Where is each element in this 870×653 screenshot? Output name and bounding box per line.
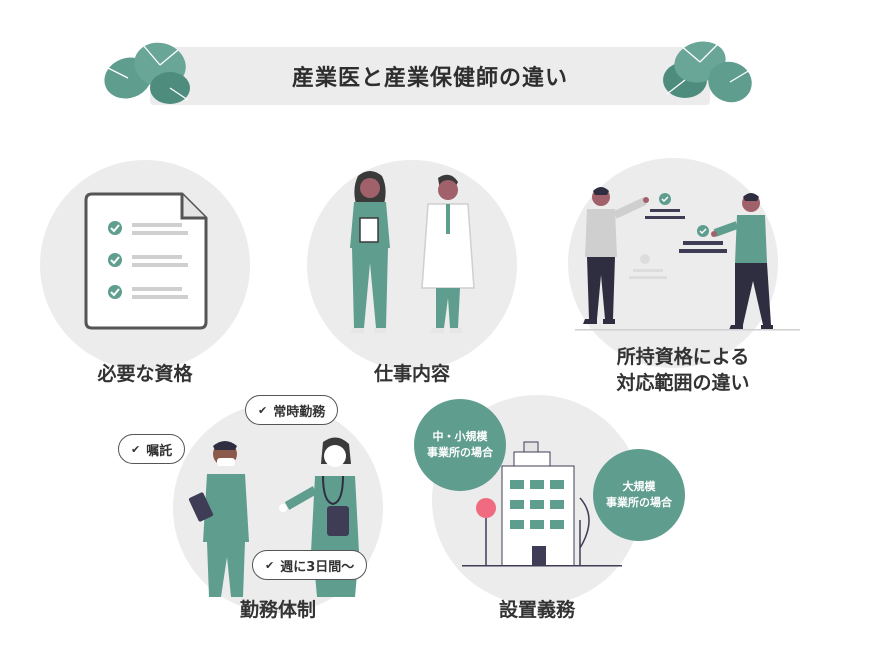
small-business-bubble: 中・小規模 事業所の場合 <box>414 399 506 491</box>
leaf-icon <box>663 41 752 103</box>
small-business-line1: 中・小規模 <box>432 430 488 443</box>
people-presentation-illustration <box>575 187 800 331</box>
tag-fulltime: ✔ 常時勤務 <box>245 395 339 425</box>
large-business-line1: 大規模 <box>622 480 656 493</box>
tag-days-label: 週に3日間〜 <box>280 559 355 575</box>
work-label: 勤務体制 <box>239 599 316 621</box>
document-checklist-icon <box>84 192 208 330</box>
job-circle <box>307 160 517 370</box>
qualification-label: 必要な資格 <box>97 363 193 385</box>
large-business-line2: 事業所の場合 <box>606 496 672 509</box>
leaf-icon <box>104 42 190 104</box>
healthcare-workers-illustration <box>188 437 359 597</box>
tag-days: ✔ 週に3日間〜 <box>252 550 368 580</box>
scope-label-line1: 所持資格による <box>616 346 750 368</box>
duty-label: 設置義務 <box>498 599 575 621</box>
tag-contract-label: 嘱託 <box>146 443 173 459</box>
tag-fulltime-label: 常時勤務 <box>273 404 326 420</box>
large-business-bubble: 大規模 事業所の場合 <box>593 449 685 541</box>
check-icon: ✔ <box>131 442 141 456</box>
check-icon: ✔ <box>258 403 268 417</box>
job-label: 仕事内容 <box>373 363 450 385</box>
check-icon: ✔ <box>265 558 275 572</box>
scope-label-line2: 対応範囲の違い <box>616 372 750 394</box>
nurse-and-doctor-illustration <box>350 171 475 333</box>
tag-contract: ✔ 嘱託 <box>118 434 186 464</box>
page-title: 産業医と産業保健師の違い <box>150 47 710 105</box>
small-business-line2: 事業所の場合 <box>427 446 493 459</box>
scope-label: 所持資格による 対応範囲の違い <box>578 344 788 396</box>
building-icon <box>462 441 622 567</box>
